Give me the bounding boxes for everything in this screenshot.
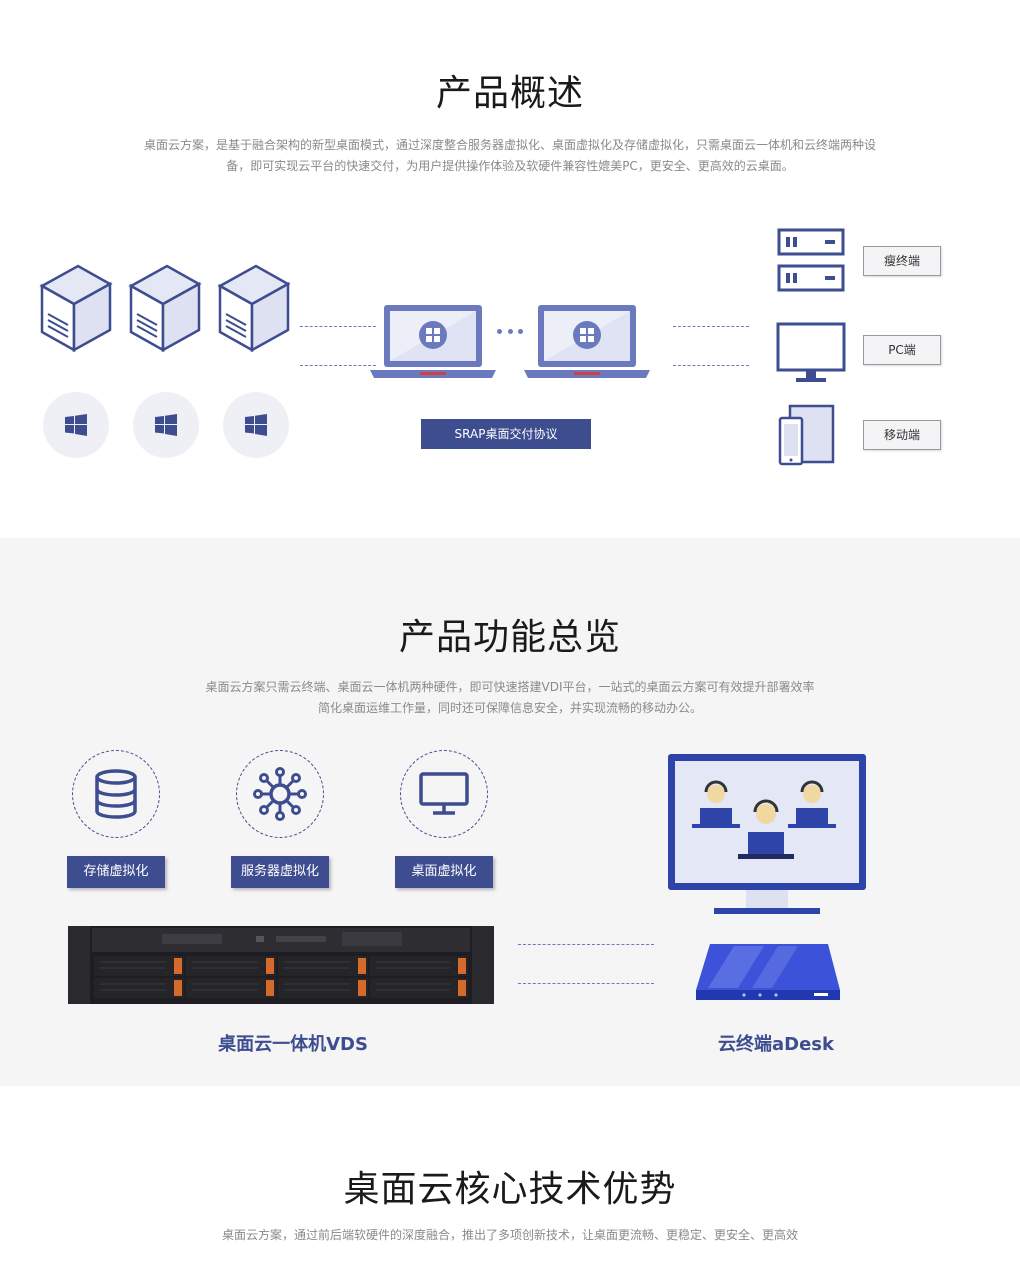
monitor-icon	[419, 772, 469, 815]
feature-label-desktop: 桌面虚拟化	[395, 856, 493, 888]
monitor-with-users-image	[668, 754, 866, 914]
ellipsis-dots	[497, 329, 523, 335]
server-icon	[217, 264, 291, 353]
advantages-title: 桌面云核心技术优势	[343, 1169, 677, 1210]
laptop-icon	[524, 305, 650, 378]
feature-circle-storage	[72, 750, 160, 838]
windows-circle	[133, 392, 199, 458]
laptop-icon	[370, 305, 496, 378]
features-section: 产品功能总览 桌面云方案只需云终端、桌面云一体机两种硬件，即可快速搭建VDI平台…	[0, 538, 1020, 1086]
tablet-phone-icon	[778, 404, 835, 466]
windows-circle	[223, 392, 289, 458]
feature-circle-desktop	[400, 750, 488, 838]
thin-client-device-image	[696, 944, 840, 1000]
overview-description: 桌面云方案，是基于融合架构的新型桌面模式，通过深度整合服务器虚拟化、桌面虚拟化及…	[143, 138, 876, 173]
endpoint-label-mobile: 移动端	[863, 420, 941, 450]
windows-logo-icon	[65, 414, 87, 436]
thin-client-icon	[777, 228, 845, 292]
server-icon	[128, 264, 202, 353]
advantages-description: 桌面云方案，通过前后端软硬件的深度融合，推出了多项创新技术，让桌面更流畅、更稳定…	[221, 1228, 798, 1242]
feature-circle-server	[236, 750, 324, 838]
server-icon	[39, 264, 113, 353]
connector-line	[518, 983, 654, 984]
rack-server-image	[68, 926, 494, 1004]
connector-line	[300, 365, 376, 366]
endpoint-label-pc: PC端	[863, 335, 941, 365]
connector-line	[300, 326, 376, 327]
network-hub-icon	[253, 767, 307, 821]
monitor-icon	[776, 322, 846, 382]
feature-label-server: 服务器虚拟化	[231, 856, 329, 888]
connector-line	[673, 365, 749, 366]
windows-circle	[43, 392, 109, 458]
connector-line	[518, 944, 654, 945]
overview-title: 产品概述	[435, 73, 584, 114]
feature-label-storage: 存储虚拟化	[67, 856, 165, 888]
protocol-label: SRAP桌面交付协议	[421, 419, 591, 449]
features-title: 产品功能总览	[398, 617, 621, 658]
product-name-vds: 桌面云一体机VDS	[218, 1034, 368, 1055]
product-name-adesk: 云终端aDesk	[718, 1034, 834, 1055]
windows-logo-icon	[245, 414, 267, 436]
database-icon	[95, 769, 137, 819]
endpoint-label-thin-client: 瘦终端	[863, 246, 941, 276]
features-description: 桌面云方案只需云终端、桌面云一体机两种硬件，即可快速搭建VDI平台，一站式的桌面…	[205, 680, 815, 715]
connector-line	[673, 326, 749, 327]
windows-logo-icon	[155, 414, 177, 436]
